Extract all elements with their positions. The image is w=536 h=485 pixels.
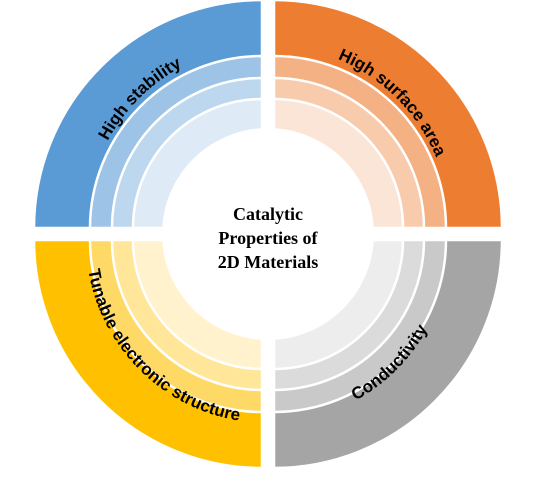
center-title-line-3: 2D Materials [218, 252, 318, 272]
center-title-line-1: Catalytic [233, 204, 303, 224]
center-title-line-2: Properties of [218, 228, 318, 248]
center-circle [162, 128, 374, 340]
